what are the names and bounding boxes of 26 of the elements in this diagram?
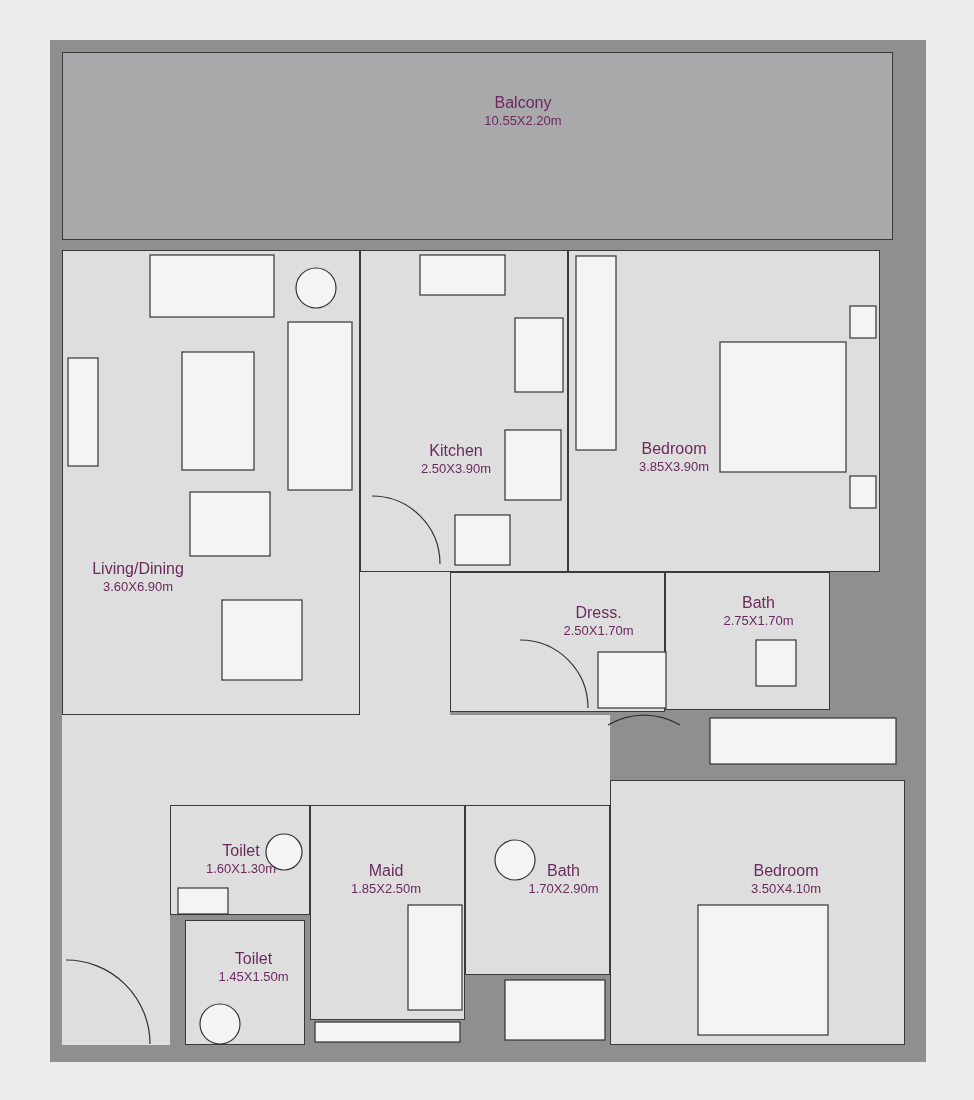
room-name: Toilet xyxy=(234,949,273,969)
room-dimensions: 3.50X4.10m xyxy=(750,881,822,898)
room-area xyxy=(465,805,610,975)
room-dimensions: 2.75X1.70m xyxy=(723,613,794,630)
room-name: Maid xyxy=(368,861,404,881)
room-name: Balcony xyxy=(494,93,552,113)
room-dimensions: 3.85X3.90m xyxy=(638,459,710,476)
room-name: Dress. xyxy=(575,603,622,623)
room-name: Bedroom xyxy=(753,861,819,881)
room-dimensions: 3.60X6.90m xyxy=(102,579,174,596)
room-dimensions: 2.50X1.70m xyxy=(563,623,634,640)
room-dimensions: 1.45X1.50m xyxy=(218,969,289,986)
room-name: Bedroom xyxy=(641,439,707,459)
room-name: Bath xyxy=(742,593,775,613)
room-dimensions: 10.55X2.20m xyxy=(484,113,562,130)
room-name: Toilet xyxy=(222,841,260,861)
room-area xyxy=(665,572,830,710)
room-dimensions: 1.60X1.30m xyxy=(205,861,277,878)
room-area xyxy=(185,920,305,1045)
room-name: Bath xyxy=(547,861,580,881)
balcony-area xyxy=(62,52,893,240)
room-dimensions: 2.50X3.90m xyxy=(420,461,492,478)
room-dimensions: 1.85X2.50m xyxy=(350,881,422,898)
room-name: Living/Dining xyxy=(92,559,184,579)
room-name: Kitchen xyxy=(429,441,483,461)
room-dimensions: 1.70X2.90m xyxy=(528,881,599,898)
